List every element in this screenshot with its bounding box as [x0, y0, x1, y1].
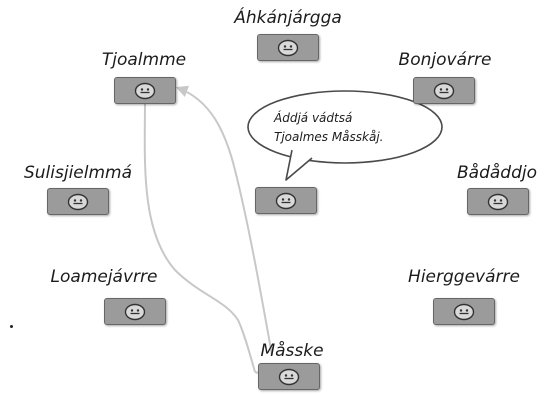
node-label-hierggevarre: Hierggevárre — [408, 267, 520, 287]
smiley-face-icon — [277, 39, 299, 56]
node-baddaddjo — [467, 188, 529, 215]
smiley-face-icon — [67, 193, 89, 210]
node-label-baddaddjo: Bådåddjo — [457, 163, 537, 183]
node-label-loamejavrre: Loamejávrre — [50, 267, 158, 287]
smiley-face-icon — [134, 82, 156, 99]
path-tjoalmme-to-masske — [143, 99, 256, 373]
node-label-sulisjielmma: Sulisjielmmá — [23, 163, 133, 183]
path-masske-to-tjoalmme — [175, 85, 273, 356]
smiley-face-icon — [433, 82, 455, 99]
smiley-face-icon — [124, 303, 146, 320]
smiley-face-icon — [487, 193, 509, 210]
smiley-face-icon — [275, 192, 297, 209]
node-masske — [258, 363, 320, 390]
node-ahkanjargga — [257, 34, 319, 61]
node-sulisjielmma — [47, 188, 109, 215]
node-label-masske: Måsske — [260, 341, 324, 361]
speech-bubble-text: Áddjá vádtsá Tjoalmes Måsskåj. — [274, 109, 439, 147]
node-label-bonjovarre: Bonjovárre — [398, 50, 492, 70]
smiley-face-icon — [278, 368, 300, 385]
speech-bubble — [247, 90, 443, 181]
node-center — [255, 187, 317, 214]
node-label-tjoalmme: Tjoalmme — [101, 50, 187, 70]
node-bonjovarre — [413, 77, 475, 104]
node-label-ahkanjargga: Áhkánjárgga — [234, 8, 342, 28]
speech-line-1: Áddjá vádtsá — [274, 111, 353, 125]
smiley-face-icon — [453, 303, 475, 320]
node-loamejavrre — [104, 298, 166, 325]
node-tjoalmme — [114, 77, 176, 104]
stray-dot — [10, 325, 13, 328]
speech-line-2: Tjoalmes Måsskåj. — [274, 130, 384, 144]
node-hierggevarre — [433, 298, 495, 325]
